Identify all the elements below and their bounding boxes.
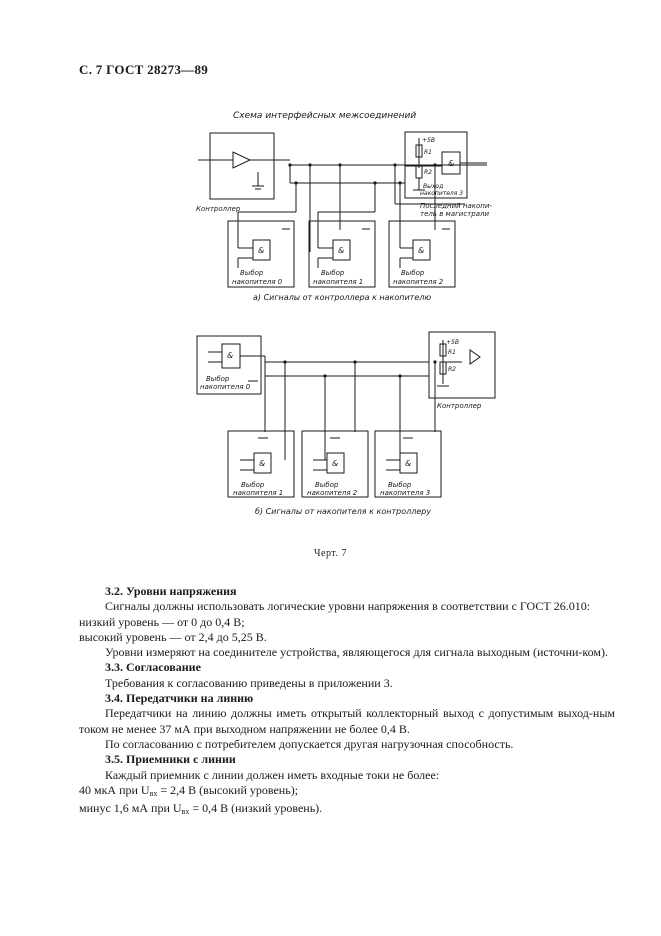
formula-text: 40 мкА при U [79,782,150,797]
paragraph: 40 мкА при Uвх = 2,4 В (высокий уровень)… [79,783,615,801]
and-label-b3: & [405,459,411,468]
interface-diagram: Схема интерфейсных межсоединений Контрол… [196,111,496,516]
drive-b1-l1: Выбор [241,481,265,489]
and-label-b2: & [332,459,338,468]
figure-title: Схема интерфейсных межсоединений [233,111,416,121]
and-label-a3: & [448,159,454,168]
drive-b3-l1: Выбор [388,481,412,489]
r2-label-b: R2 [448,366,456,373]
heading-3-2: 3.2. Уровни напряжения [105,584,237,598]
paragraph: Сигналы должны использовать логические у… [105,599,591,614]
drive-b2-l2: накопителя 2 [307,489,358,497]
v5-label-a: +5В [422,137,435,144]
document-body: 3.2. Уровни напряжения Сигналы должны ис… [79,584,615,819]
paragraph: минус 1,6 мА при Uвх = 0,4 В (низкий уро… [79,801,615,819]
paragraph: Уровни измеряют на соединителе устройств… [105,645,608,660]
last-drive-label-2: тель в магистрали [420,210,489,218]
heading-3-5: 3.5. Приемники с линии [105,752,236,767]
r2-label-a: R2 [424,169,432,176]
r1-label-b: R1 [448,349,456,356]
and-label-a1: & [338,246,344,255]
and-label-a0: & [258,246,264,255]
drive-a2-l1: Выбор [401,269,425,277]
r1-label-a: R1 [424,149,432,156]
last-drive-label-1: Последний накопи- [420,202,492,210]
and-label-b1: & [259,459,265,468]
and-label-b0: & [227,351,233,360]
page-header: С. 7 ГОСТ 28273—89 [79,62,209,77]
subscript: вх [149,788,158,798]
src-l2: накопителя 0 [200,383,251,391]
figure-caption: Черт. 7 [314,548,347,559]
heading-3-3: 3.3. Согласование [105,660,201,675]
subscript: вх [181,807,190,817]
paragraph: Каждый приемник с линии должен иметь вхо… [105,767,440,782]
src-l1: Выбор [206,375,230,383]
drive-a0-l1: Выбор [240,269,264,277]
and-label-a2: & [418,246,424,255]
paragraph: Требования к согласованию приведены в пр… [105,675,393,690]
controller-label-b: Контроллер [437,402,482,410]
drive-a1-l2: накопителя 1 [313,278,363,286]
heading-3-4: 3.4. Передатчики на линию [105,691,254,706]
paragraph: По согласованию с потребителем допускает… [105,736,514,751]
drive-b2-l1: Выбор [315,481,339,489]
drive-b3-l2: накопителя 3 [380,489,430,497]
out-label-1: Выход [423,183,443,190]
paragraph: Передатчики на линию должны иметь открыт… [79,706,615,736]
formula-text: = 0,4 В (низкий уровень). [189,801,323,816]
v5-label-b: +5В [446,339,459,346]
drive-a2-l2: накопителя 2 [393,278,444,286]
caption-a: а) Сигналы от контроллера к накопителю [253,293,431,302]
formula-text: = 2,4 В (высокий уровень); [157,782,299,797]
caption-b: б) Сигналы от накопителя к контроллеру [255,507,431,516]
formula-text: минус 1,6 мА при U [79,801,182,816]
paragraph: низкий уровень — от 0 до 0,4 В; [79,614,245,629]
drive-a0-l2: накопителя 0 [232,278,283,286]
out-label-2: накопителя 3 [420,190,463,197]
controller-label-a: Контроллер [196,205,241,213]
paragraph: высокий уровень — от 2,4 до 5,25 В. [79,629,267,644]
drive-a1-l1: Выбор [321,269,345,277]
drive-b1-l2: накопителя 1 [233,489,283,497]
